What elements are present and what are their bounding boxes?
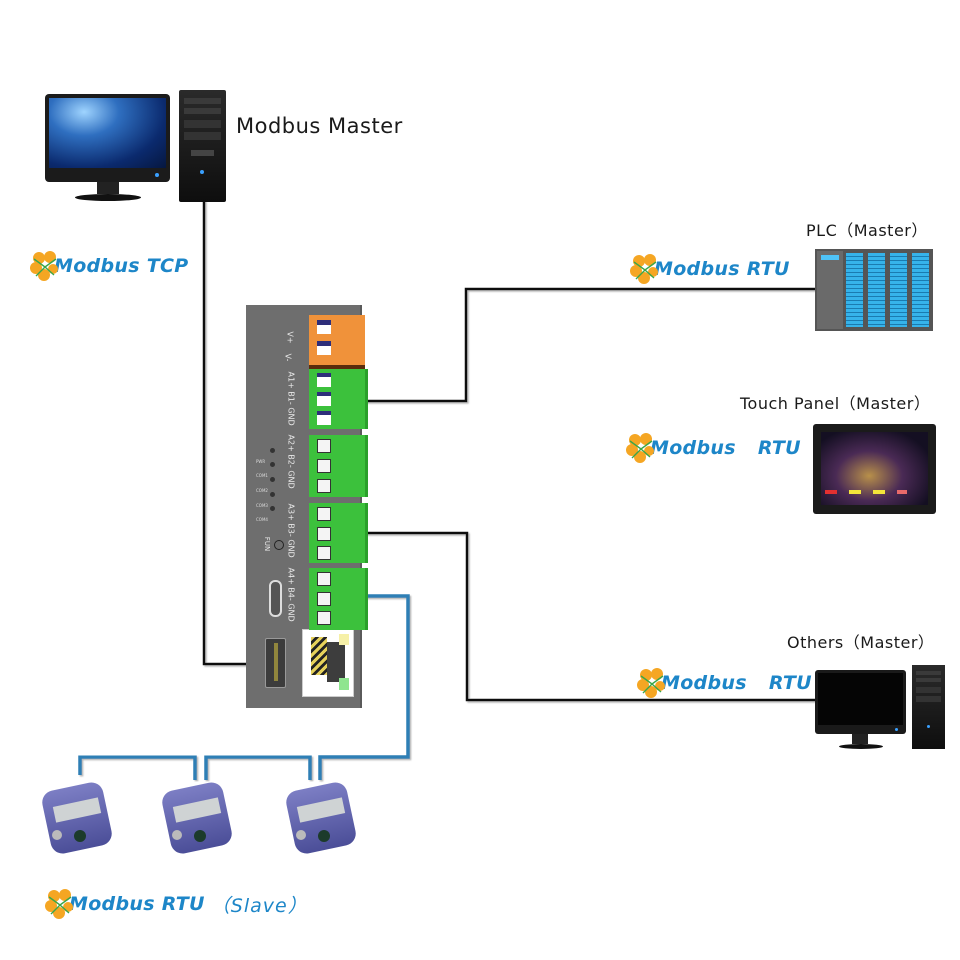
terminal-screw	[317, 507, 331, 521]
plc-wire	[352, 287, 815, 403]
tower-icon	[912, 665, 945, 749]
led-com3-label: COM3	[256, 503, 268, 508]
terminal-block-port-3	[309, 503, 368, 563]
modbus-flower-icon	[45, 889, 75, 919]
others-wire	[352, 531, 815, 702]
terminal-screw	[317, 611, 331, 625]
touch-panel-modbus-rtu-logo: Modbus RTU	[626, 433, 801, 463]
terminal-screw	[317, 320, 331, 334]
led-com3: COM3	[256, 492, 275, 511]
usb-c-port	[269, 580, 282, 617]
monitor-icon	[815, 670, 906, 734]
terminal-screw	[317, 439, 331, 453]
touch-panel-label: Touch Panel（Master）	[740, 394, 931, 413]
led-com1-icon	[270, 462, 275, 467]
touch-panel-icon	[813, 424, 936, 514]
usb-a-port	[265, 638, 286, 688]
terminal-screw	[317, 572, 331, 586]
terminal-block-port-4	[309, 568, 368, 630]
others-protocol-text-a: Modbus	[661, 672, 747, 694]
slave-bus-wire	[318, 594, 410, 780]
terminal-screw	[317, 592, 331, 606]
terminal-screw	[317, 479, 331, 493]
plc-label: PLC（Master）	[806, 221, 928, 240]
modbus-master-label: Modbus Master	[236, 114, 403, 138]
terminal-screw	[317, 459, 331, 473]
slave-bus-link-1	[78, 755, 197, 780]
terminal-screw	[317, 411, 331, 425]
slave-role-text: （Slave）	[210, 894, 308, 917]
others-modbus-rtu-logo: Modbus RTU	[637, 668, 812, 698]
slave-meter-1	[40, 778, 120, 858]
modbus-master-pc	[45, 90, 235, 206]
slave-meter-3	[284, 778, 364, 858]
terminal-screw	[317, 546, 331, 560]
led-com2-icon	[270, 477, 275, 482]
touch-panel-protocol-text-b: RTU	[757, 437, 801, 459]
led-pwr-label: PWR	[256, 459, 266, 464]
port-label-1: A1+ B1- GND	[286, 371, 296, 426]
fun-button-label: FUN	[263, 536, 272, 552]
power-terminal-block	[309, 315, 365, 369]
fun-button[interactable]	[274, 540, 284, 550]
terminal-screw	[317, 341, 331, 355]
terminal-screw	[317, 373, 331, 387]
touch-panel-protocol-text-a: Modbus	[650, 437, 736, 459]
others-label: Others（Master）	[787, 633, 935, 652]
led-com2-label: COM2	[256, 488, 268, 493]
led-com3-icon	[270, 492, 275, 497]
others-protocol-text-b: RTU	[768, 672, 812, 694]
led-pwr: PWR	[256, 448, 275, 467]
led-com1: COM1	[256, 462, 275, 481]
led-com4: COM4	[256, 506, 275, 525]
slave-meter-2	[160, 778, 240, 858]
slave-modbus-rtu-logo: Modbus RTU （Slave）	[45, 889, 308, 919]
slave-protocol-text: Modbus RTU	[69, 893, 205, 915]
terminal-screw	[317, 527, 331, 541]
power-terminal-label-vplus: V+	[285, 331, 295, 344]
slave-bus-link-2	[204, 755, 312, 780]
terminal-block-port-1	[309, 369, 368, 429]
monitor-icon	[45, 94, 173, 202]
modbus-tcp-text: Modbus TCP	[54, 255, 189, 277]
modbus-flower-icon	[30, 251, 60, 281]
terminal-block-port-2	[309, 435, 368, 497]
led-com2: COM2	[256, 477, 275, 496]
modbus-tcp-logo: Modbus TCP	[30, 251, 188, 281]
port-label-2: A2+ B2- GND	[286, 434, 296, 489]
modbus-flower-icon	[637, 668, 667, 698]
led-com4-label: COM4	[256, 517, 268, 522]
modbus-flower-icon	[626, 433, 656, 463]
plc-protocol-text: Modbus RTU	[654, 258, 790, 280]
led-com1-label: COM1	[256, 473, 268, 478]
ethernet-port	[302, 629, 354, 697]
tower-icon	[179, 90, 226, 202]
led-com4-icon	[270, 506, 275, 511]
port-label-4: A4+ B4- GND	[286, 567, 296, 622]
plc-icon	[815, 249, 933, 331]
terminal-screw	[317, 392, 331, 406]
modbus-flower-icon	[630, 254, 660, 284]
led-pwr-icon	[270, 448, 275, 453]
power-terminal-label-vminus: V-	[283, 353, 293, 362]
port-label-3: A3+ B3- GND	[286, 503, 296, 558]
plc-modbus-rtu-logo: Modbus RTU	[630, 254, 790, 284]
others-pc-icon	[815, 665, 950, 751]
